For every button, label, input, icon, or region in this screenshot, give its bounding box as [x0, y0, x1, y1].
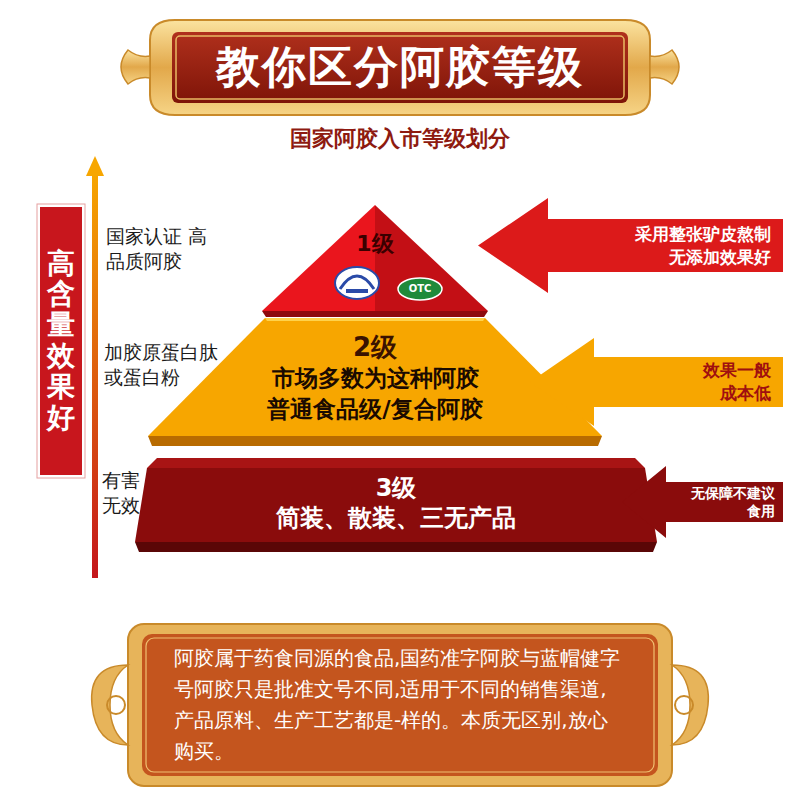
- callout-arrow: 无保障不建议 食用: [622, 466, 783, 538]
- node-text: 采用整张驴皮熬制 无添加效果好: [621, 223, 771, 269]
- level-triangle-outline: [262, 205, 488, 317]
- callout-arrow: 采用整张驴皮熬制 无添加效果好: [478, 198, 783, 293]
- node-subtext: 市场多数为这种阿胶: [272, 363, 479, 394]
- callout-arrow-outline: [622, 466, 783, 538]
- note-banner: 阿胶属于药食同源的食品,国药准字阿胶与蓝帽健字号阿胶只是批准文号不同,适用于不同…: [88, 622, 712, 788]
- level-slab: 3级简装、散装、三无产品: [135, 458, 657, 554]
- vertical-tag: 高含量 效果好: [38, 205, 84, 477]
- callout-arrow: 效果一般 成本低: [530, 338, 783, 426]
- title-banner: [121, 20, 679, 115]
- node-text: 1级: [356, 229, 393, 259]
- node-text: 3级: [376, 474, 417, 503]
- side-note: 有害 无效: [102, 468, 144, 517]
- level-triangle: 1级: [262, 205, 488, 317]
- badge-text: OTC: [398, 280, 442, 298]
- callout-arrow-outline: [530, 338, 783, 426]
- node-text: 2级: [353, 332, 397, 363]
- callout-arrow-outline: [478, 198, 783, 293]
- rising-arrow: [86, 156, 104, 578]
- side-note: 加胶原蛋白肽 或蛋白粉: [104, 340, 222, 389]
- node-text: 阿胶属于药食同源的食品,国药准字阿胶与蓝帽健字号阿胶只是批准文号不同,适用于不同…: [174, 643, 626, 767]
- title-text: 教你区分阿胶等级: [176, 36, 624, 99]
- node-text: 效果一般 成本低: [691, 359, 771, 405]
- subtitle: 国家阿胶入市等级划分: [200, 124, 600, 154]
- node-text: 无保障不建议 食用: [683, 484, 775, 520]
- node-text: 高含量 效果好: [47, 249, 75, 434]
- side-note: 国家认证 高品质阿胶: [106, 224, 210, 273]
- node-subtext: 普通食品级/复合阿胶: [267, 394, 482, 425]
- node-subtext: 简装、散装、三无产品: [276, 503, 516, 534]
